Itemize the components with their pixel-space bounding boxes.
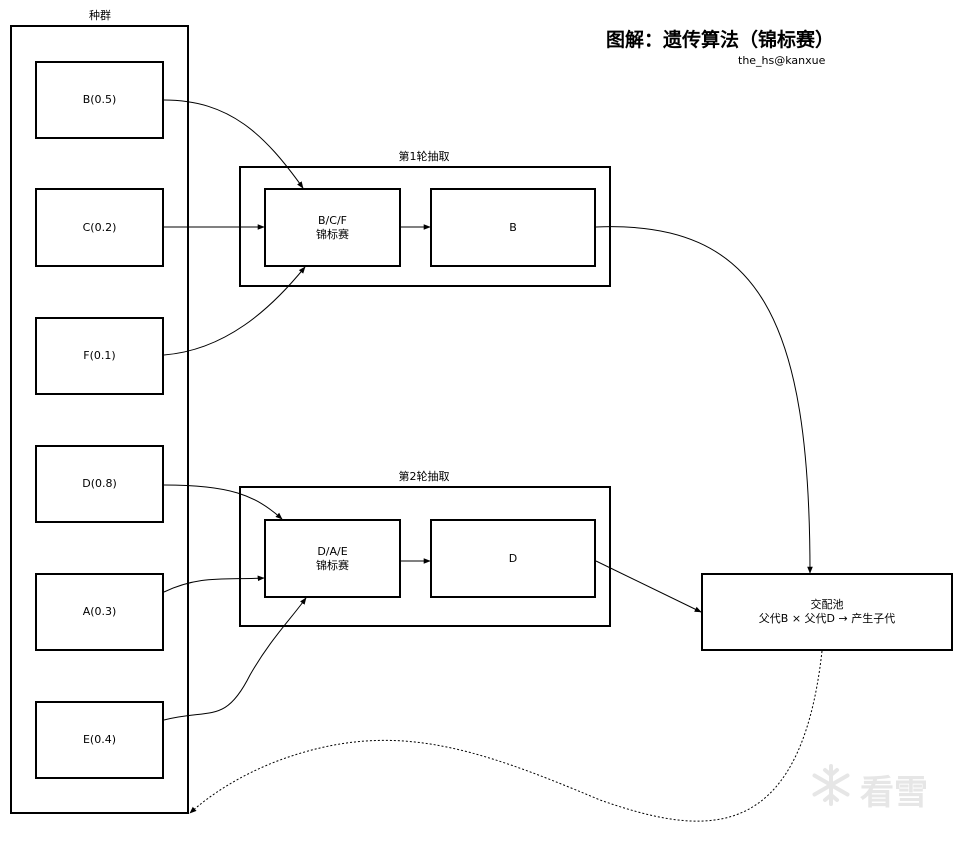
edge-b-to-round1 bbox=[163, 99, 304, 189]
edge-round1-winner-to-pool bbox=[595, 226, 813, 574]
individual-b: B(0.5) bbox=[35, 61, 164, 139]
edge-e-to-round2 bbox=[163, 597, 307, 721]
round-2-label: 第2轮抽取 bbox=[398, 470, 450, 483]
round-2-tournament: D/A/E 锦标赛 bbox=[264, 519, 401, 598]
individual-f: F(0.1) bbox=[35, 317, 164, 395]
round-2-winner: D bbox=[430, 519, 596, 598]
edge-d-to-round2 bbox=[163, 484, 283, 520]
edge-f-to-round1 bbox=[163, 266, 306, 356]
round-2-container bbox=[239, 486, 611, 627]
edge-a-to-round2 bbox=[163, 575, 265, 593]
edge-round2-winner-to-pool bbox=[595, 560, 702, 613]
edge-pool-to-population bbox=[189, 650, 823, 822]
watermark: 看雪 bbox=[808, 762, 928, 817]
individual-d: D(0.8) bbox=[35, 445, 164, 523]
individual-c: C(0.2) bbox=[35, 188, 164, 267]
population-container bbox=[10, 25, 189, 814]
snowflake-logo-icon bbox=[808, 762, 854, 817]
round-1-winner: B bbox=[430, 188, 596, 267]
watermark-text: 看雪 bbox=[860, 773, 928, 813]
mating-pool: 交配池 父代B × 父代D → 产生子代 bbox=[701, 573, 953, 651]
individual-a: A(0.3) bbox=[35, 573, 164, 651]
round-1-label: 第1轮抽取 bbox=[398, 150, 450, 163]
diagram-title: 图解：遗传算法（锦标赛） bbox=[606, 29, 835, 51]
round-1-tournament: B/C/F 锦标赛 bbox=[264, 188, 401, 267]
individual-e: E(0.4) bbox=[35, 701, 164, 779]
author-credit: the_hs@kanxue bbox=[738, 54, 826, 67]
population-label: 种群 bbox=[89, 9, 111, 22]
